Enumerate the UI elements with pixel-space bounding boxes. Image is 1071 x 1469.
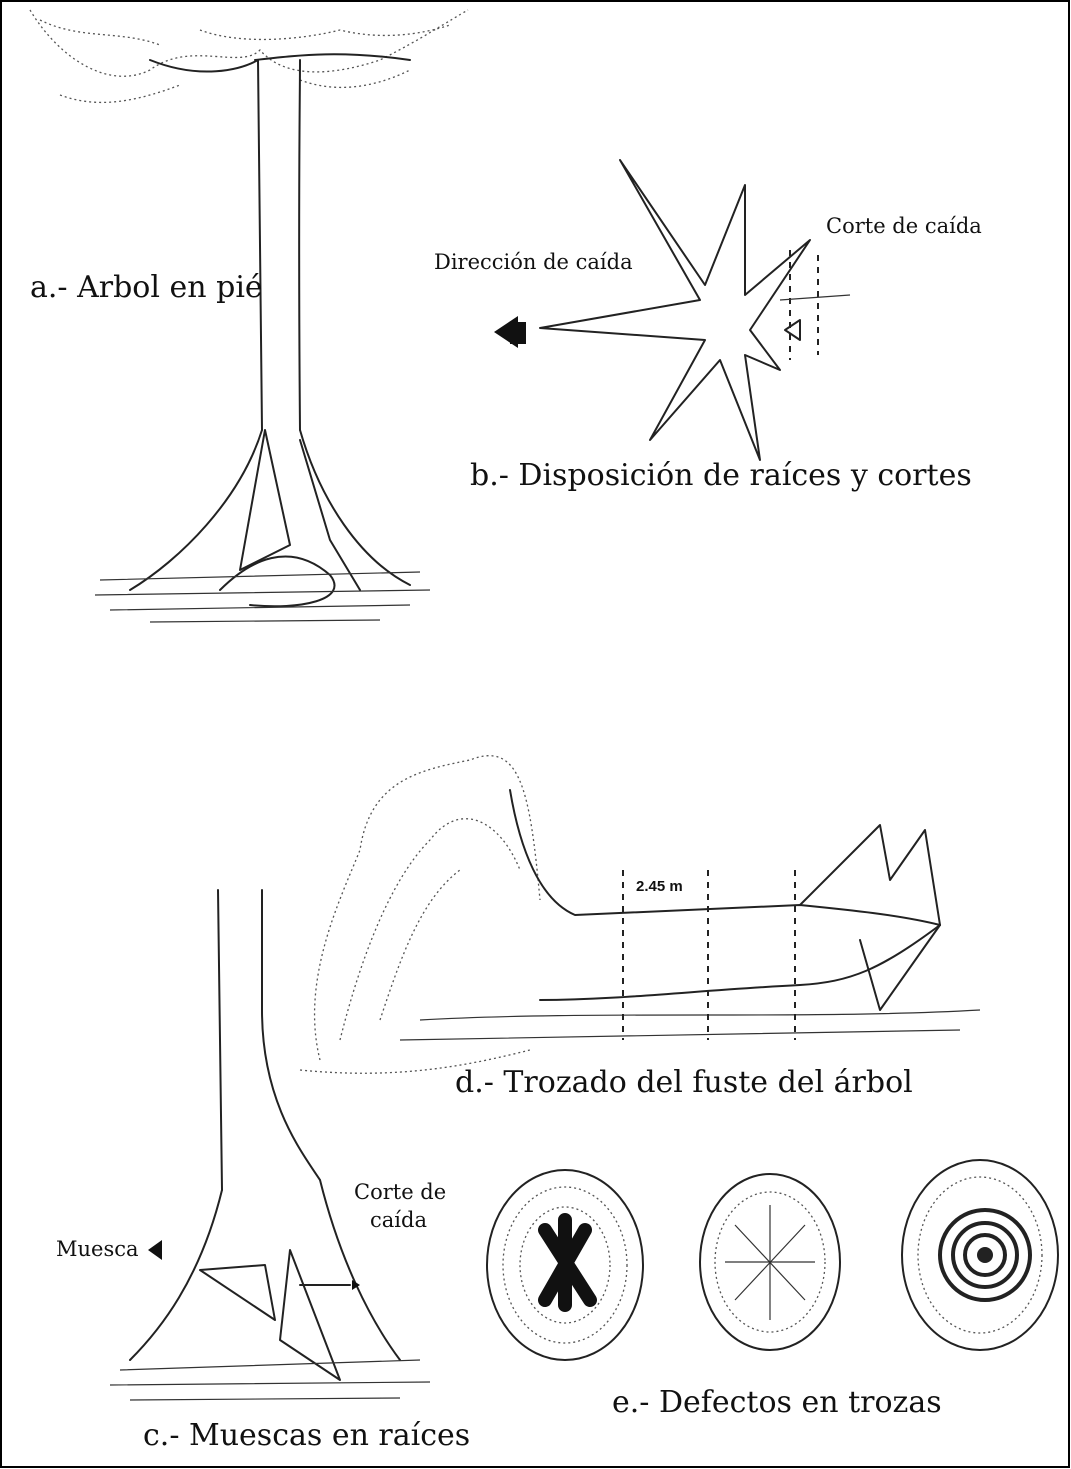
fall-cut-label-line2: caída (370, 1208, 427, 1232)
fall-cut-label-line1: Corte de (354, 1180, 446, 1204)
felled-tree-illustration (300, 756, 980, 1074)
caption-standing-tree: a.- Arbol en pié (30, 270, 263, 305)
notched-trunk-illustration (110, 890, 430, 1400)
fall-cut-label: Corte de caída (826, 214, 982, 238)
log-section-2 (700, 1174, 840, 1350)
log-section-3 (902, 1160, 1058, 1350)
notch-label: Muesca (56, 1237, 139, 1261)
log-length-label: 2.45 m (636, 878, 683, 895)
caption-bucking: d.- Trozado del fuste del árbol (455, 1065, 913, 1100)
log-section-1 (487, 1170, 643, 1360)
fall-direction-label: Dirección de caída (434, 250, 633, 274)
caption-log-defects: e.- Defectos en trozas (612, 1385, 942, 1420)
notch-arrow (148, 1240, 162, 1260)
root-layout-illustration (494, 160, 850, 460)
log-defects-illustration (487, 1160, 1058, 1360)
caption-root-notches: c.- Muescas en raíces (143, 1418, 470, 1453)
standing-tree-illustration (30, 10, 468, 622)
caption-root-layout: b.- Disposición de raíces y cortes (470, 458, 972, 493)
